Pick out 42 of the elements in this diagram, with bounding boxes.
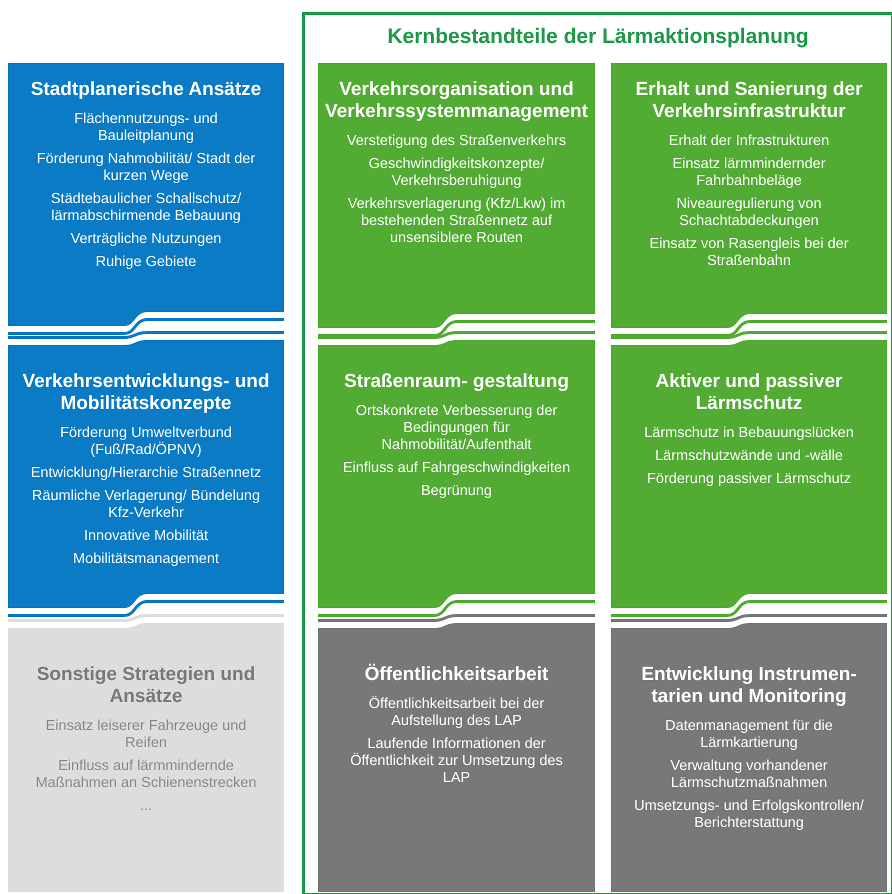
list-item: Förderung passiver Lärmschutz xyxy=(646,471,852,488)
list-item: Umsetzungs- und Erfolgskontrollen/ Berichterstattung xyxy=(633,798,865,832)
list-item: Verkehrsverlagerung (Kfz/Lkw) im bestehenden Straßennetz auf unsensiblere Routen xyxy=(346,196,566,247)
list-item: Innovative Mobilität xyxy=(82,528,210,545)
list-item: Förderung Umweltverbund (Fuß/Rad/ÖPNV) xyxy=(59,425,233,459)
list-item: Entwicklung/Hierarchie Straßennetz xyxy=(30,465,262,482)
panel-heading: Aktiver und passiver Lärmschutz xyxy=(654,371,844,415)
list-item: Ruhige Gebiete xyxy=(94,254,198,271)
panel-heading: Öffentlichkeitsarbeit xyxy=(364,664,550,686)
list-item: Lärmschutz in Bebauungslücken xyxy=(643,425,855,442)
panel-heading: Stadtplanerische Ansätze xyxy=(30,79,262,101)
list-item: Lärmschutzwände und -wälle xyxy=(654,448,844,465)
list-item: Räumliche Verlagerung/ Bündelung Kfz-Verkehr xyxy=(30,488,262,522)
group-frame xyxy=(302,12,892,894)
group-heading: Kernbestandteile der Lärmaktionsplanung xyxy=(386,25,810,49)
panel-heading: Verkehrsorganisation und Verkehrssystemmanagement xyxy=(325,79,588,123)
list-item: Förderung Nahmobilität/ Stadt der kurzen Wege xyxy=(36,151,256,185)
list-item: Verstetigung des Straßenverkehrs xyxy=(346,133,568,150)
panel-heading: Straßenraum- gestaltung xyxy=(343,371,570,393)
list-item: Erhalt der Infrastrukturen xyxy=(668,133,830,150)
panel-heading: Verkehrsentwicklungs- und Mobilitätskonzepte xyxy=(21,371,271,415)
list-item: Öffentlichkeitsarbeit bei der Aufstellung des LAP xyxy=(368,696,546,730)
list-item: Geschwindigkeitskonzepte/ Verkehrsberuhigung xyxy=(368,156,546,190)
list-item: Mobilitätsmanagement xyxy=(72,551,220,568)
list-item: Einfluss auf lärmmindernde Maßnahmen an Schienenstrecken xyxy=(34,758,258,792)
list-item: Begrünung xyxy=(420,483,493,500)
list-item: Flächennutzungs- und Bauleitplanung xyxy=(73,111,219,145)
list-item: Verwaltung vorhandener Lärmschutzmaßnahmen xyxy=(669,758,829,792)
list-item: Ortskonkrete Verbesserung der Bedingungen für Nahmobilität/Aufenthalt xyxy=(354,403,558,454)
panel-heading: Erhalt und Sanierung der Verkehrsinfrastruktur xyxy=(634,79,864,123)
panel-heading: Entwicklung Instrumen- tarien und Monitoring xyxy=(640,664,858,708)
list-item: Städtebaulicher Schallschutz/ lärmabschirmende Bebauung xyxy=(50,191,242,225)
list-item: Datenmanagement für die Lärmkartierung xyxy=(664,718,834,752)
list-item: Einsatz leiserer Fahrzeuge und Reifen xyxy=(44,718,248,752)
list-item: Einsatz von Rasengleis bei der Straßenbahn xyxy=(648,236,850,270)
list-item: Einsatz lärmmindernder Fahrbahnbeläge xyxy=(671,156,827,190)
list-item: Einfluss auf Fahrgeschwindigkeiten xyxy=(342,460,572,477)
list-item: Verträgliche Nutzungen xyxy=(70,231,222,248)
list-item: ... xyxy=(138,798,154,815)
panel-heading: Sonstige Strategien und Ansätze xyxy=(36,664,256,708)
list-item: Laufende Informationen der Öffentlichkeit zur Umsetzung des LAP xyxy=(349,736,564,787)
list-item: Niveauregulierung von Schachtabdeckungen xyxy=(675,196,823,230)
